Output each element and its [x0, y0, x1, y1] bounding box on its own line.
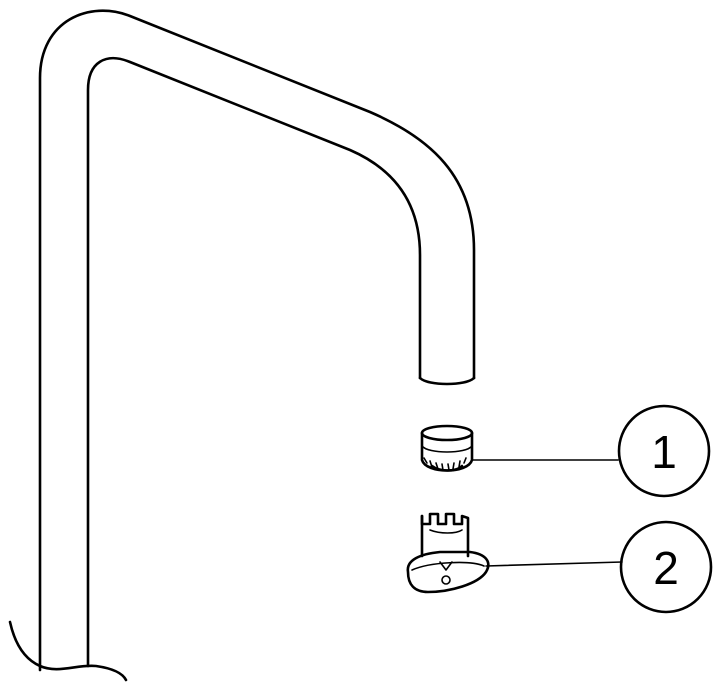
spout-outer-edge [38, 9, 476, 672]
aerator-top [420, 424, 474, 442]
callout-2: 2 [619, 520, 713, 614]
key-hole [441, 575, 451, 585]
aerator-ring [421, 445, 473, 453]
key-castellated-head [420, 512, 470, 558]
spout-inner-edge [86, 56, 422, 668]
callout-1-circle [617, 404, 711, 498]
key-notch [439, 561, 453, 571]
faucet-spout [8, 9, 476, 682]
spout-base-cut [8, 620, 128, 682]
callout-1-number: 1 [651, 426, 677, 478]
spout-outlet [418, 376, 476, 386]
callout-1: 1 [617, 404, 711, 498]
key-shaft-line [429, 529, 463, 534]
key-handle-ridge [411, 561, 485, 571]
aerator-knurl [423, 457, 467, 471]
key-handle [406, 550, 490, 594]
callout-2-number: 2 [653, 542, 679, 594]
aerator-part [420, 424, 619, 472]
aerator-key-part [406, 512, 623, 594]
callout-2-circle [619, 520, 713, 614]
callout-2-leader [485, 561, 623, 567]
aerator-bottom [430, 464, 464, 472]
